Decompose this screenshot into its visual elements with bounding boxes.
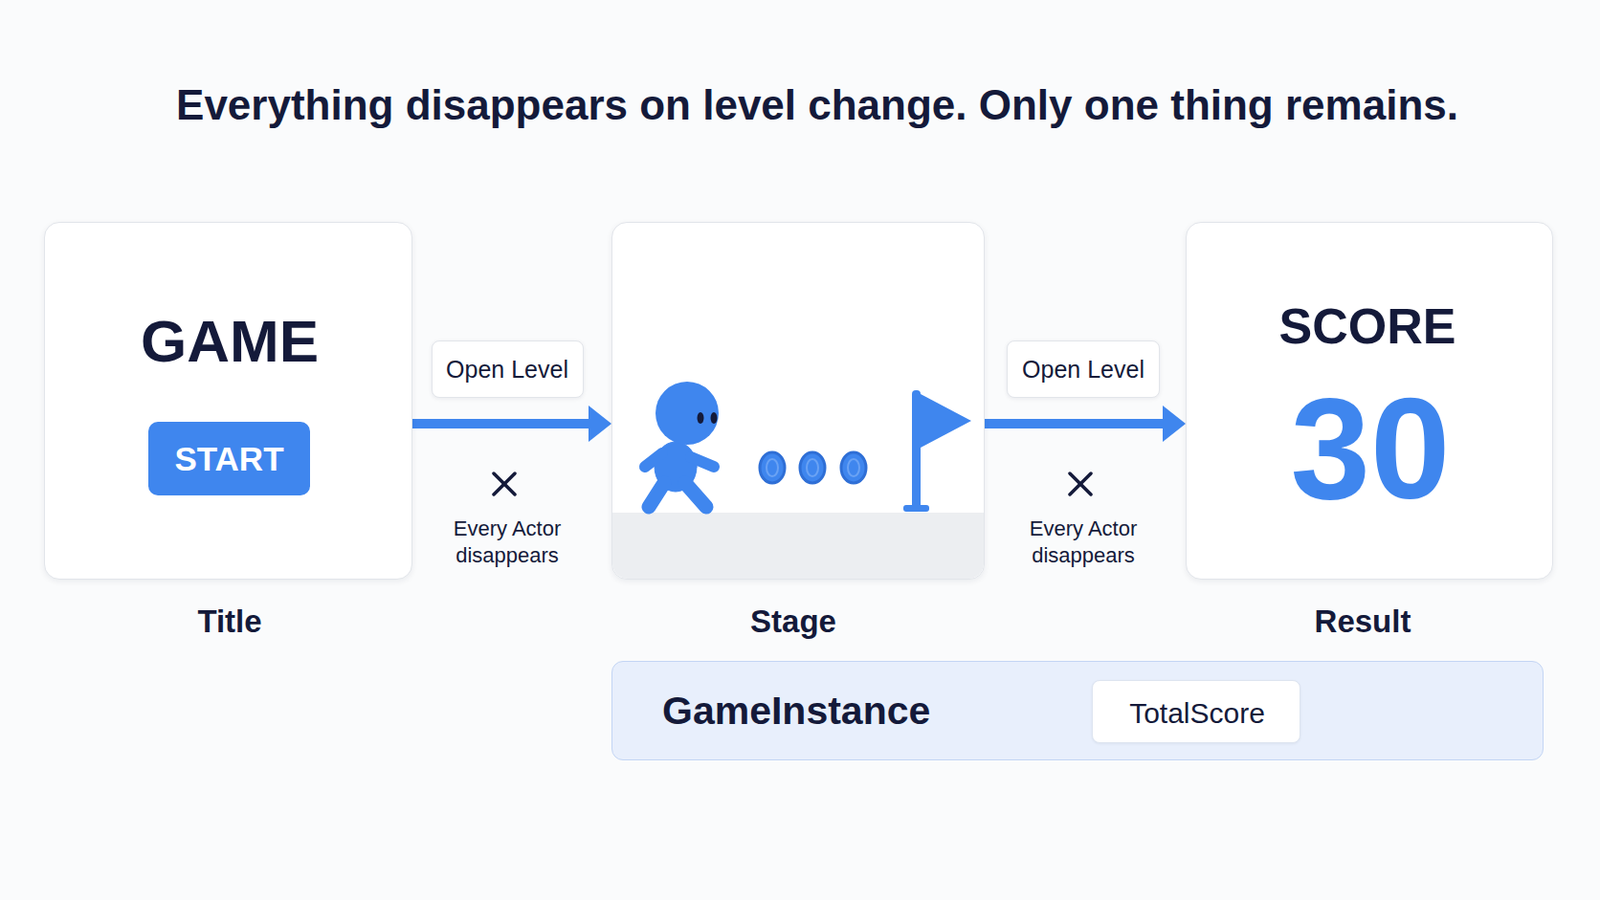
- note-text: Every Actor disappears: [435, 515, 579, 569]
- button-text: START: [174, 440, 284, 478]
- level-transition-arrow: [984, 419, 1165, 429]
- scene-name: Stage: [750, 604, 837, 640]
- variable-box: TotalScore: [1091, 680, 1301, 744]
- note-text: Every Actor disappears: [1011, 515, 1156, 569]
- edge-label: Open Level: [445, 355, 569, 384]
- level-transition-arrow: [412, 419, 591, 429]
- page-title: Everything disappears on level change. O…: [176, 82, 1459, 129]
- edge-label-box: Open Level: [431, 340, 584, 399]
- scene-box: SCORE30Result: [1185, 222, 1554, 580]
- scene-heading: GAME: [140, 309, 319, 375]
- edge-label: Open Level: [1022, 355, 1145, 384]
- edge-label-box: Open Level: [1006, 340, 1160, 399]
- score-value: 30: [1290, 377, 1451, 521]
- coins: [759, 452, 867, 484]
- scene-box: GAMETitleSTART: [44, 222, 413, 580]
- scene-name: Title: [197, 604, 262, 640]
- variable-name: TotalScore: [1129, 697, 1266, 730]
- persistent-band: GameInstance TotalScore: [611, 661, 1544, 761]
- score-heading: SCORE: [1279, 299, 1457, 355]
- runner-figure: [644, 381, 719, 508]
- start-button: START: [148, 422, 311, 496]
- band-heading: GameInstance: [662, 689, 931, 734]
- scene-box: Stage: [611, 222, 985, 580]
- ground: [612, 512, 984, 579]
- goal-flag: [903, 390, 972, 512]
- cross-mark: [493, 473, 1091, 495]
- scene-name: Result: [1314, 604, 1412, 640]
